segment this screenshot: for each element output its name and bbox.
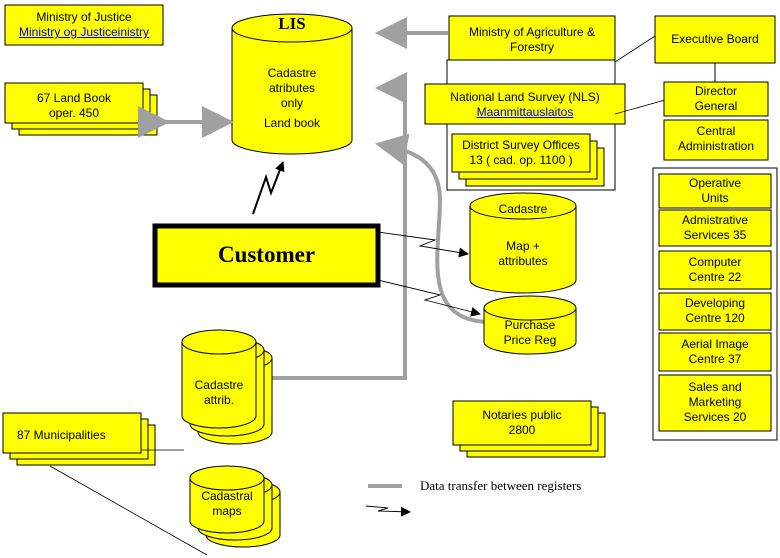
purchase-lis-connector [375,133,489,324]
cadastre-db-label: Cadastre Map + attributes [498,202,548,268]
customer-lis-transfer [252,161,285,215]
aerial-centre-box [658,332,772,372]
ministry-of-justice-box [4,4,164,46]
computer-centre-box [658,250,772,290]
district-offices-label: District Survey Offices 13 ( cad. op. 11… [462,138,580,167]
legend-data-transfer-label: Data transfer between registers [420,478,582,493]
customer-box [152,223,381,288]
notaries-stack [452,400,606,458]
executive-board-label: Executive Board [671,32,759,46]
director-general-box [663,81,769,117]
nls-director-link [614,99,666,115]
municipalities-stack [2,412,156,466]
land-book-stack [4,82,158,136]
operative-units-box [658,173,772,209]
customer-cadastre-transfer [377,231,469,258]
agriculture-board-link [614,35,656,63]
lis-label: Cadastre atributes only Land book [263,66,321,130]
ministry-agriculture-label: Ministry of Agriculture & Forestry [468,25,596,54]
legend-zigzag-arrow [365,505,411,517]
cadastre-database [469,192,577,294]
computer-centre-label: Computer Centre 22 [688,255,742,284]
purchase-price-database [483,295,577,355]
municipality-maps-link [49,465,208,556]
admin-services-box [658,209,772,247]
municipal-attrib-lis-connector [270,72,407,380]
admin-services-label: Admistrative Services 35 [681,213,749,242]
lis-title: LIS [278,14,306,33]
developing-centre-box [658,292,772,331]
nls-frame [446,59,616,191]
lis-database [231,13,353,155]
cadastral-maps-label: Cadastral maps [201,489,253,518]
ministry-agriculture-box [448,15,616,61]
nls-label: National Land Survey (NLS) Maanmittausla… [425,90,625,120]
cadastre-attrib-stack [181,329,273,445]
cadastral-maps-stack [189,465,281,548]
sales-services-label: Sales and Marketing Services 20 [683,380,747,424]
municipalities-label: 87 Municipalities [17,428,106,442]
developing-centre-label: Developing Centre 120 [684,296,746,325]
nls-box [424,83,626,125]
central-admin-box [663,119,769,161]
land-book-label: 67 Land Book oper. 450 [36,91,112,120]
customer-label: Customer [217,242,316,267]
sales-services-box [658,374,772,432]
district-offices-stack [451,133,605,187]
aerial-centre-label: Aerial Image Centre 37 [681,337,749,366]
director-general-label: Director General [694,84,738,113]
customer-purchase-transfer [377,279,481,317]
ministry-justice-label: Ministry of Justice Ministry og Justicei… [5,10,163,40]
purchase-db-label: Purchase Price Reg [503,318,557,347]
central-admin-label: Central Administration [677,124,755,153]
cadastre-attrib-label: Cadastre attrib. [194,378,244,407]
ministry-justice-link[interactable]: Ministry og Justiceinistry [18,25,150,39]
notaries-label: Notaries public 2800 [482,408,562,437]
operative-units-label: Operative Units [688,176,742,205]
nls-link[interactable]: Maanmittauslaitos [476,105,574,119]
